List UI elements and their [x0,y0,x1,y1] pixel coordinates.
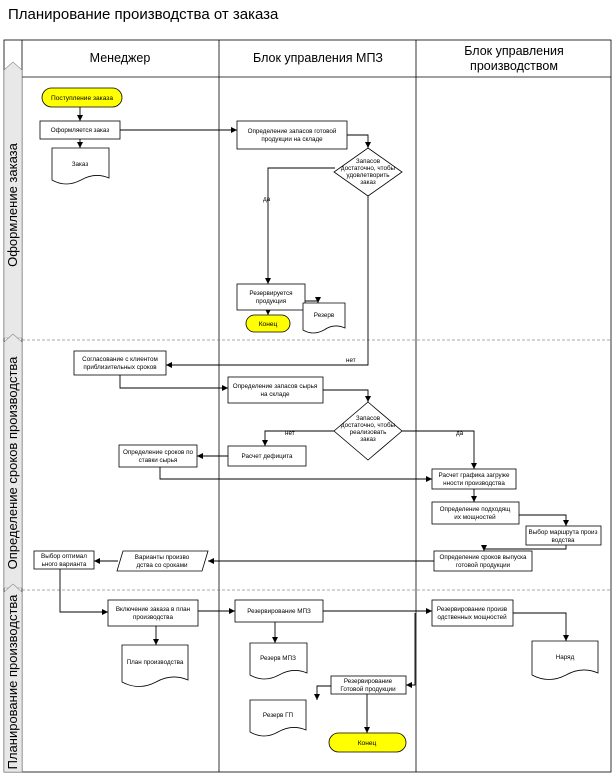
document-work-order-label: Наряд [556,654,575,661]
process-reserve-product-label-1: Резервируется [249,290,292,297]
phase-label-order: Оформление заказа [5,142,20,267]
process-release-terms [433,550,533,572]
process-reserve-gp-label-1: Резервирование [344,678,393,685]
process-agree-terms-label-2: приблизительных сроков [83,363,157,371]
end-terminal-1 [245,314,291,333]
phase-tabs [3,61,23,773]
process-check-stock-label-1: Определение запасов готовой [248,127,337,135]
process-route-label-1: Выбор маршрута произ [529,528,598,536]
process-reserve-capacity [431,599,514,627]
connectors [59,107,569,733]
process-capacity-label-1: Определение подходящ [440,506,512,513]
process-reserve-product [236,283,306,311]
process-raw-terms-label-2: ставки сырья [139,457,178,464]
process-include-plan [107,599,199,627]
decision-enough-raw-label-3: реализовать [350,429,388,436]
process-include-plan-label-2: производства [133,614,173,621]
start-terminal [41,87,123,108]
process-reserve-gp-label-2: Готовой продукции [340,685,396,693]
data-variants-label-1: Варианты произво [135,554,190,561]
decision-enough-stock-label-2: достаточно, чтобы [341,164,396,172]
end-terminal-1-label: Конец [259,321,278,328]
edge-label-no-2: нет [285,430,295,437]
column-header-production-2: производством [470,59,558,73]
process-load-schedule-label-2: нности производства [443,480,505,487]
page-title: Планирование производства от заказа [8,6,279,23]
document-plan-label: План производства [127,659,184,666]
decision-enough-stock-label-4: заказ [360,179,376,186]
process-reserve-mpz [234,599,324,623]
process-route-label-2: водства [551,537,575,544]
decision-enough-raw [333,401,403,461]
process-deficit [227,445,307,467]
data-variants [116,550,209,572]
process-include-plan-label-1: Включение заказа в план [116,606,191,613]
process-choose-variant-label-2: ьного варианта [42,561,87,568]
document-reserve-gp [249,699,307,737]
data-variants-label-2: дства со сроками [136,562,188,569]
process-agree-terms [73,350,167,376]
document-reserve-mpz-label: Резерв МПЗ [260,655,296,662]
process-reserve-capacity-label-1: Резервирование произв [437,606,508,613]
process-check-stock [236,120,348,150]
document-work-order [531,640,599,680]
edge-label-yes-2: да [456,430,464,437]
phase-dividers [22,339,611,591]
document-order [51,147,110,185]
process-reserve-capacity-label-2: одственных мощностей [437,613,507,621]
process-route [525,525,602,546]
document-order-label: Заказ [72,161,89,168]
process-release-terms-label-1: Определение сроков выпуска [439,554,527,561]
document-reserve-label: Резерв [314,312,335,319]
process-raw-terms-label-1: Определение сроков по [123,449,194,456]
process-check-stock-label-2: продукции на складе [261,136,323,143]
process-check-raw-label-2: на складе [260,391,290,398]
process-order-made-label: Оформляется заказ [51,127,110,134]
process-capacity [431,501,520,525]
decision-enough-stock-label-1: Запасов [356,158,381,165]
process-deficit-label: Расчет дефицита [241,453,293,460]
decision-enough-raw-label-1: Запасов [356,415,381,422]
document-reserve [302,302,346,334]
process-reserve-mpz-label: Резервирование МПЗ [247,608,311,615]
end-terminal-2 [328,732,407,753]
process-check-raw [227,376,324,404]
column-header-production-1: Блок управления [464,44,564,58]
decision-enough-stock [333,147,403,197]
document-plan [121,644,189,687]
start-terminal-label: Поступление заказа [51,95,113,102]
process-check-raw-label-1: Определение запасов сырья [233,383,318,390]
process-release-terms-label-2: готовой продукции [456,561,511,569]
decision-enough-raw-label-2: достаточно, чтобы [341,421,396,429]
process-reserve-product-label-2: продукция [256,298,286,305]
document-reserve-gp-label: Резерв ГП [263,712,294,719]
process-load-schedule-label-1: Расчет графика загруже [439,472,510,479]
edge-label-no-1: нет [346,357,356,364]
process-reserve-gp [330,675,407,695]
decision-enough-stock-label-3: удовлетворить [346,172,390,179]
decision-enough-raw-label-4: заказ [360,436,376,443]
process-raw-terms [118,444,198,468]
process-load-schedule [431,468,517,490]
process-agree-terms-label-1: Согласование с клиентом [82,356,158,363]
process-capacity-label-2: их мощностей [454,513,496,521]
column-header-manager: Менеджер [90,51,151,65]
process-choose-variant-label-1: Выбор оптимал [41,552,87,560]
edge-label-yes-1: да [263,196,271,203]
phase-label-terms: Определение сроков производства [5,356,20,570]
column-header-mpz: Блок управления МПЗ [253,51,383,65]
end-terminal-2-label: Конец [358,740,377,747]
process-choose-variant [33,550,95,570]
phase-label-planning: Планирование производства [5,594,20,770]
process-order-made [39,120,121,140]
document-reserve-mpz [249,642,308,680]
